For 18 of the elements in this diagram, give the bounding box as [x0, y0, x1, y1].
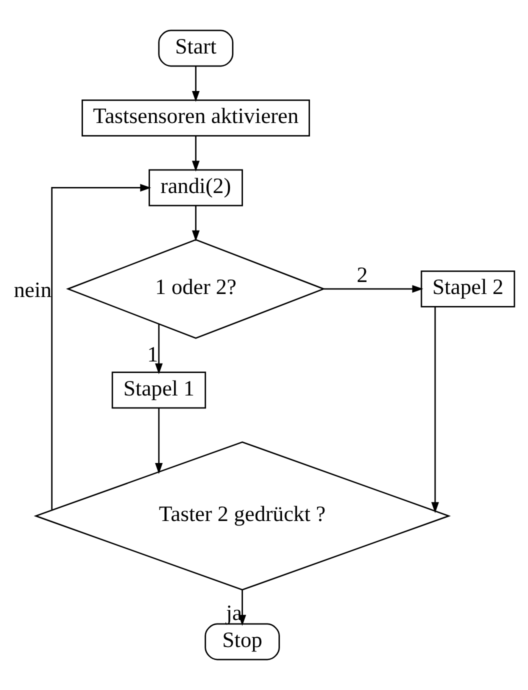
edge-label: 1 — [147, 342, 158, 367]
arrow — [192, 66, 200, 102]
edge-label: 2 — [356, 262, 368, 287]
arrow — [51, 184, 152, 510]
node-box: Stop — [204, 623, 280, 660]
node-box: Stapel 1 — [112, 372, 206, 409]
node-box: Start — [158, 30, 234, 67]
arrow — [192, 206, 200, 242]
node-box: randi(2) — [148, 169, 243, 206]
node-diamond: 1 oder 2? — [66, 238, 326, 339]
arrow — [324, 285, 424, 293]
arrow — [155, 324, 163, 374]
arrow — [431, 306, 439, 514]
arrow — [192, 136, 200, 172]
node-box: Tastsensoren aktivieren — [82, 100, 310, 136]
node-diamond: Taster 2 gedrückt ? — [34, 441, 451, 591]
node-box: Stapel 2 — [420, 270, 516, 308]
arrow — [155, 408, 163, 474]
